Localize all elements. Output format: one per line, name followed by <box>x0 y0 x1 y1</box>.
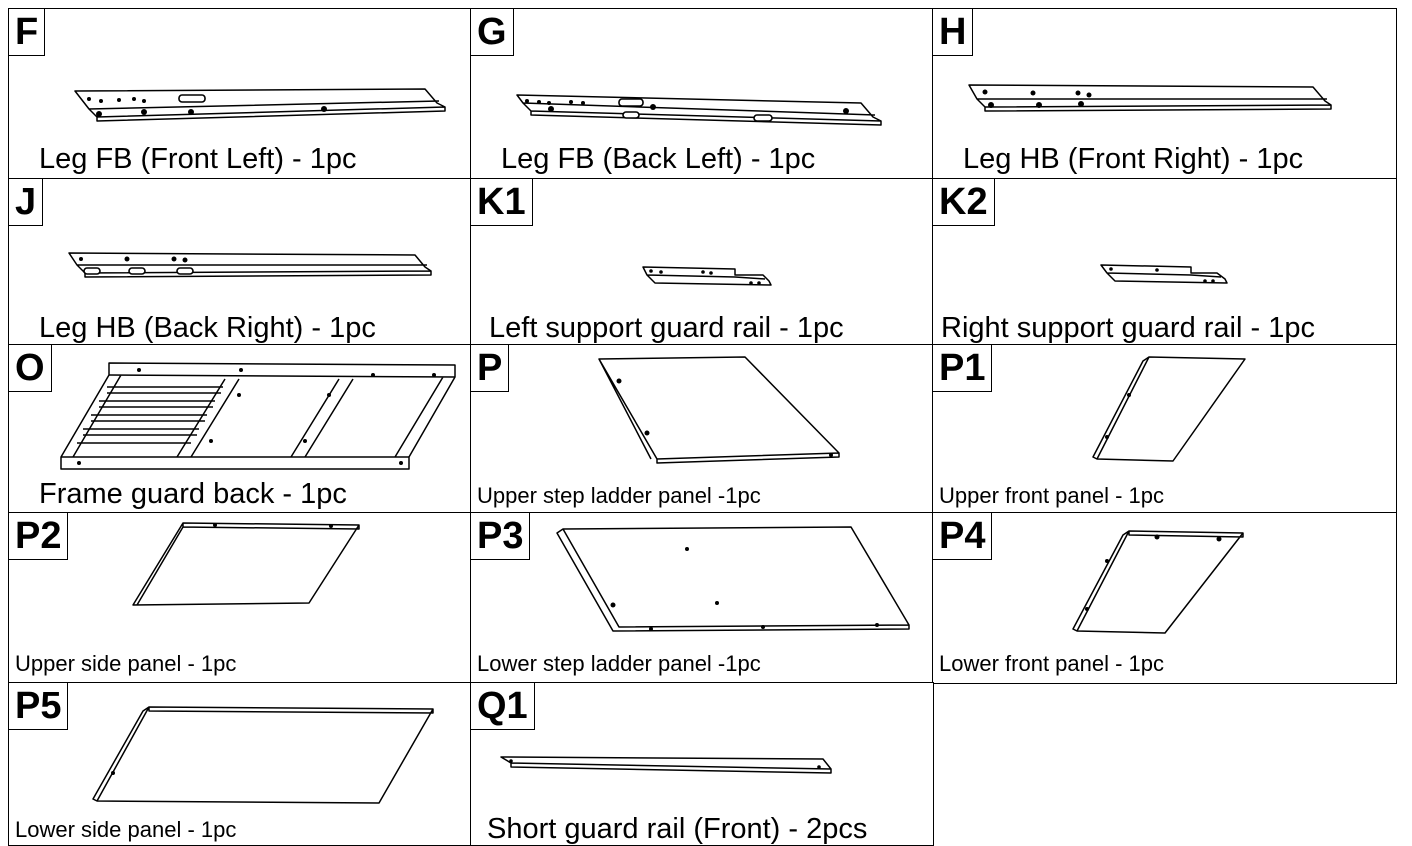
part-caption: Lower step ladder panel -1pc <box>477 651 761 676</box>
part-cell-k1: K1 Left support guard rail - 1pc <box>470 178 934 346</box>
support-rail-icon <box>642 266 772 286</box>
panel-icon <box>132 522 360 606</box>
part-cell-h: H Leg HB (Front Right) - 1pc <box>932 8 1397 180</box>
part-caption: Lower side panel - 1pc <box>15 817 237 842</box>
part-caption: Leg FB (Back Left) - 1pc <box>501 143 816 175</box>
leg-rail-icon <box>68 252 432 278</box>
panel-icon <box>1092 356 1246 462</box>
part-letter: O <box>9 345 52 392</box>
leg-rail-icon <box>516 94 882 126</box>
part-caption: Frame guard back - 1pc <box>39 478 347 510</box>
leg-rail-icon <box>74 88 446 122</box>
part-cell-j: J Leg HB (Back Right) - 1pc <box>8 178 472 346</box>
leg-rail-icon <box>968 84 1332 112</box>
part-letter: Q1 <box>471 683 535 730</box>
part-letter: P1 <box>933 345 993 392</box>
part-caption: Upper step ladder panel -1pc <box>477 483 761 508</box>
part-cell-p: P Upper step ladder panel -1pc <box>470 344 934 514</box>
part-caption: Leg HB (Front Right) - 1pc <box>963 143 1304 175</box>
part-cell-p5: P5 Lower side panel - 1pc <box>8 682 472 846</box>
part-caption: Lower front panel - 1pc <box>939 651 1165 676</box>
part-letter: P3 <box>471 513 531 560</box>
part-caption: Leg FB (Front Left) - 1pc <box>39 143 357 175</box>
part-cell-p4: P4 Lower front panel - 1pc <box>932 512 1397 684</box>
part-letter: P5 <box>9 683 69 730</box>
support-rail-icon <box>1100 264 1228 284</box>
part-cell-o: O Frame guard back - 1pc <box>8 344 472 514</box>
part-letter: P4 <box>933 513 993 560</box>
part-cell-p2: P2 Upper side panel - 1pc <box>8 512 472 684</box>
guard-rail-icon <box>500 756 832 774</box>
part-letter: H <box>933 9 974 56</box>
part-letter: F <box>9 9 46 56</box>
part-cell-p3: P3 Lower step ladder panel -1pc <box>470 512 934 684</box>
part-caption: Short guard rail (Front) - 2pcs <box>487 813 868 845</box>
part-cell-p1: P1 Upper front panel - 1pc <box>932 344 1397 514</box>
part-letter: P <box>471 345 510 392</box>
part-cell-k2: K2 Right support guard rail - 1pc <box>932 178 1397 346</box>
part-caption: Upper side panel - 1pc <box>15 651 237 676</box>
part-letter: K1 <box>471 179 533 226</box>
part-cell-g: G Leg FB (Back Left) - 1pc <box>470 8 934 180</box>
part-caption: Leg HB (Back Right) - 1pc <box>39 312 376 344</box>
part-letter: G <box>471 9 514 56</box>
part-cell-f: F Leg FB (Front Left) - 1pc <box>8 8 472 180</box>
panel-icon <box>1072 530 1244 634</box>
part-cell-q1: Q1 Short guard rail (Front) - 2pcs <box>470 682 934 846</box>
panel-icon <box>556 526 910 632</box>
part-caption: Left support guard rail - 1pc <box>489 312 844 344</box>
part-caption: Right support guard rail - 1pc <box>941 312 1315 344</box>
part-letter: K2 <box>933 179 995 226</box>
panel-icon <box>92 706 434 804</box>
panel-icon <box>598 356 840 464</box>
frame-guard-icon <box>60 362 456 470</box>
part-letter: P2 <box>9 513 69 560</box>
part-letter: J <box>9 179 44 226</box>
part-caption: Upper front panel - 1pc <box>939 483 1165 508</box>
